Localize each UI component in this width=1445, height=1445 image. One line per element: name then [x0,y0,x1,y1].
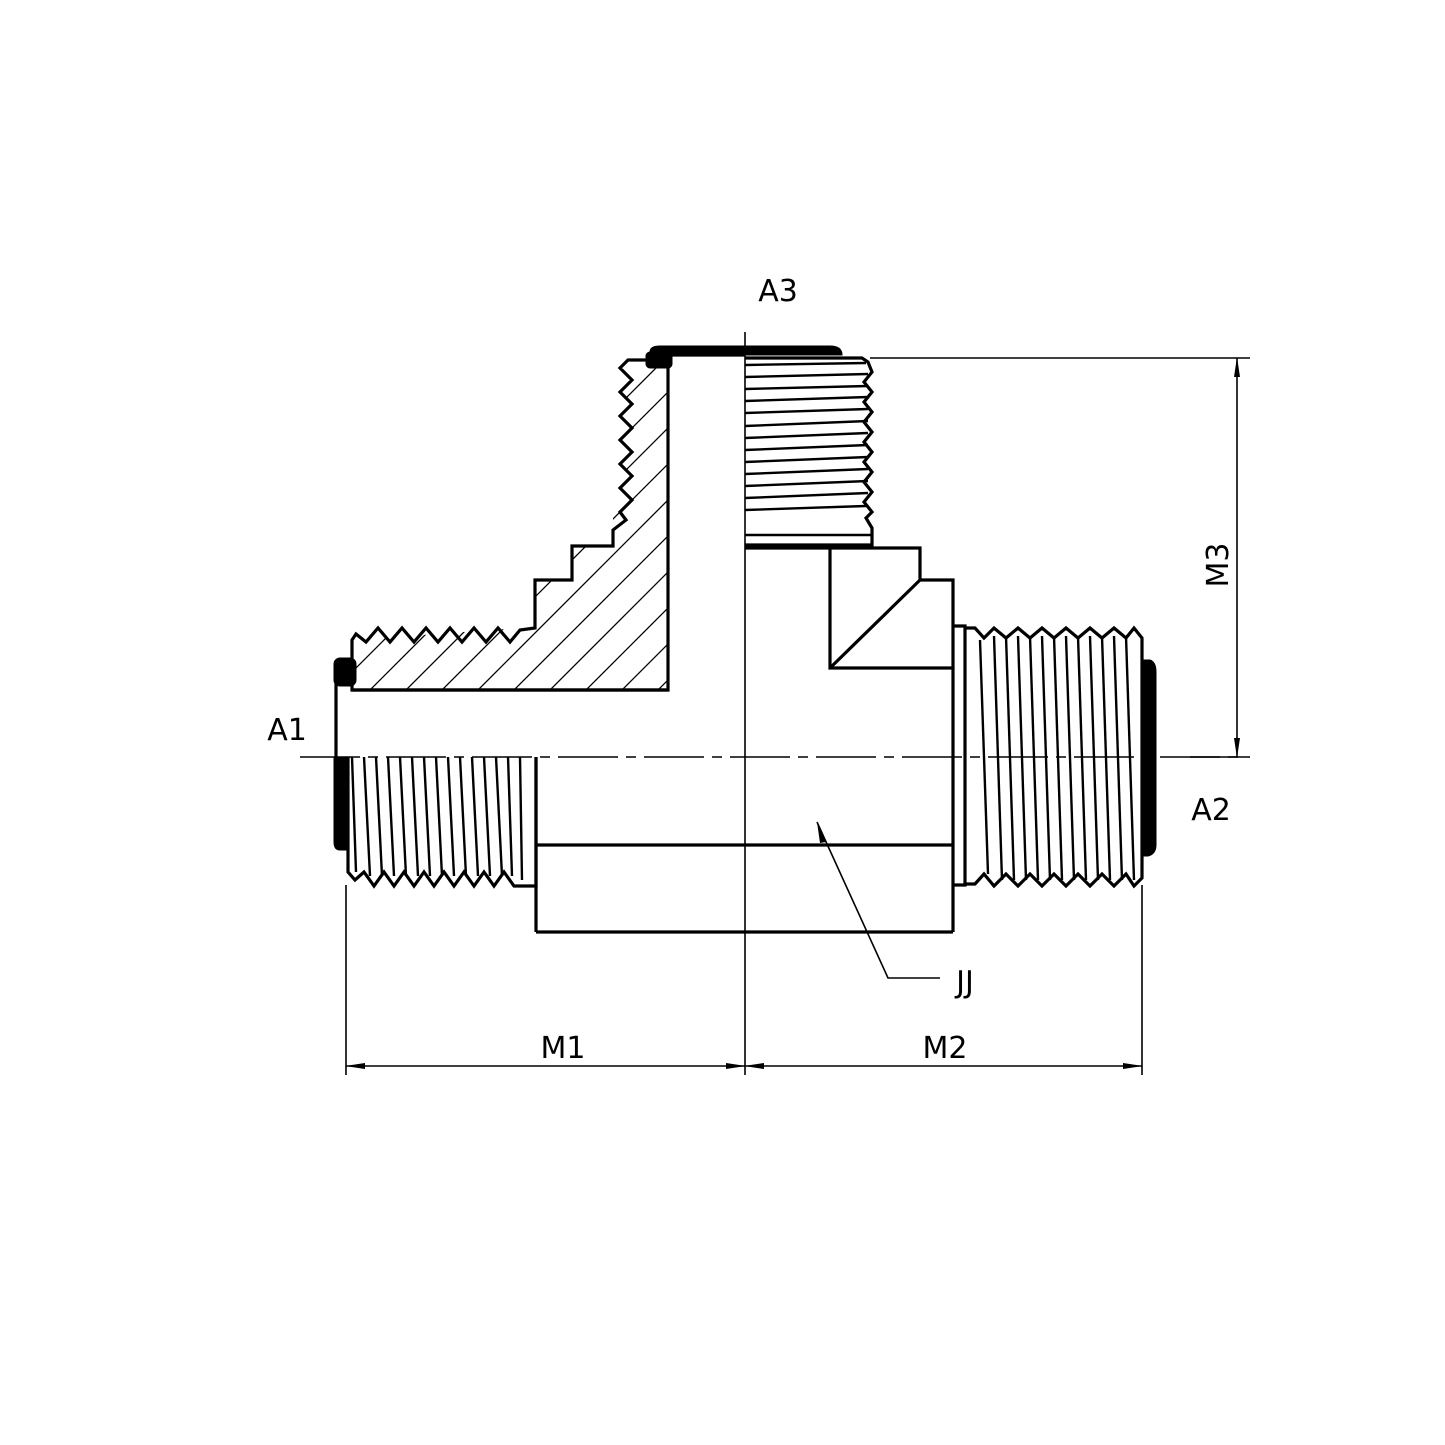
jj-leader-arrow [817,822,826,843]
top-thread-right [744,356,875,547]
dimensions [345,357,1250,1075]
section-hatched-body [350,358,670,692]
top-o-ring [649,345,843,356]
center-lines [300,332,1245,1075]
left-o-ring-band [333,756,349,851]
port-label-a1: A1 [267,713,307,748]
dimension-label-m3: M3 [1201,543,1236,588]
right-port-a2 [953,624,1157,889]
body-hex [534,668,955,934]
port-label-a2: A2 [1191,793,1231,828]
left-port-a1 [333,657,538,889]
left-o-ring-top [333,657,357,687]
dimension-label-m1: M1 [541,1031,586,1066]
port-label-a3: A3 [758,274,798,309]
jj-leader-line [816,821,940,979]
dimension-label-m2: M2 [923,1031,968,1066]
top-port-a3 [645,345,955,670]
right-o-ring [1141,659,1157,857]
callout-label-jj: JJ [954,965,974,1000]
